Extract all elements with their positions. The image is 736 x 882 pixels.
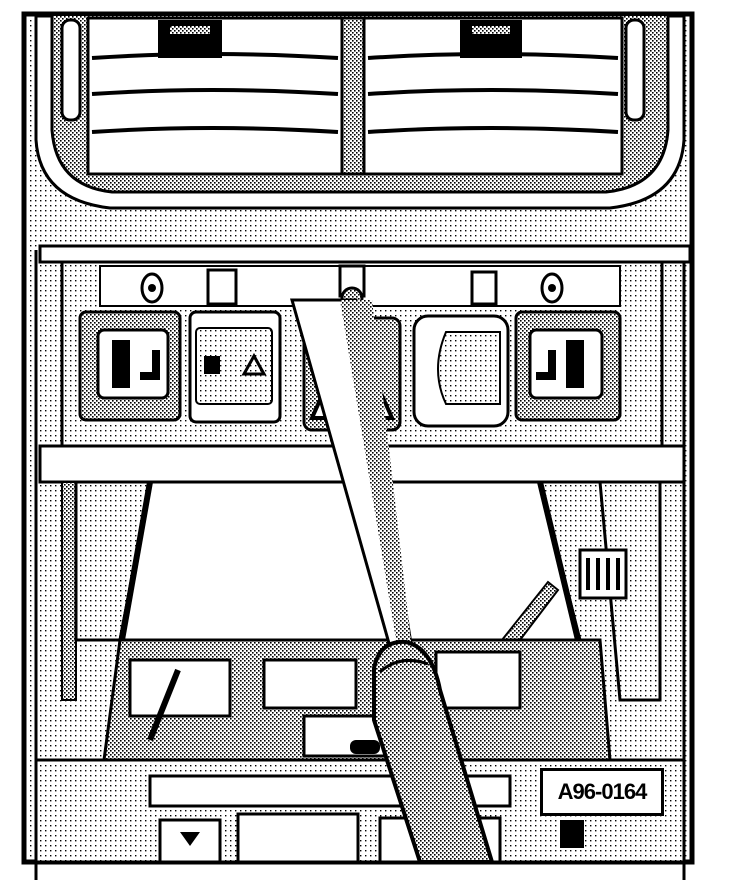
figure-reference-label: A96-0164 [540,768,664,816]
right-vent-adjuster [460,20,522,58]
hand [372,639,495,864]
mounting-screw [540,272,564,304]
air-vent-assembly [34,14,686,210]
left-vent-adjuster [158,20,222,58]
mounting-screw [140,272,164,304]
